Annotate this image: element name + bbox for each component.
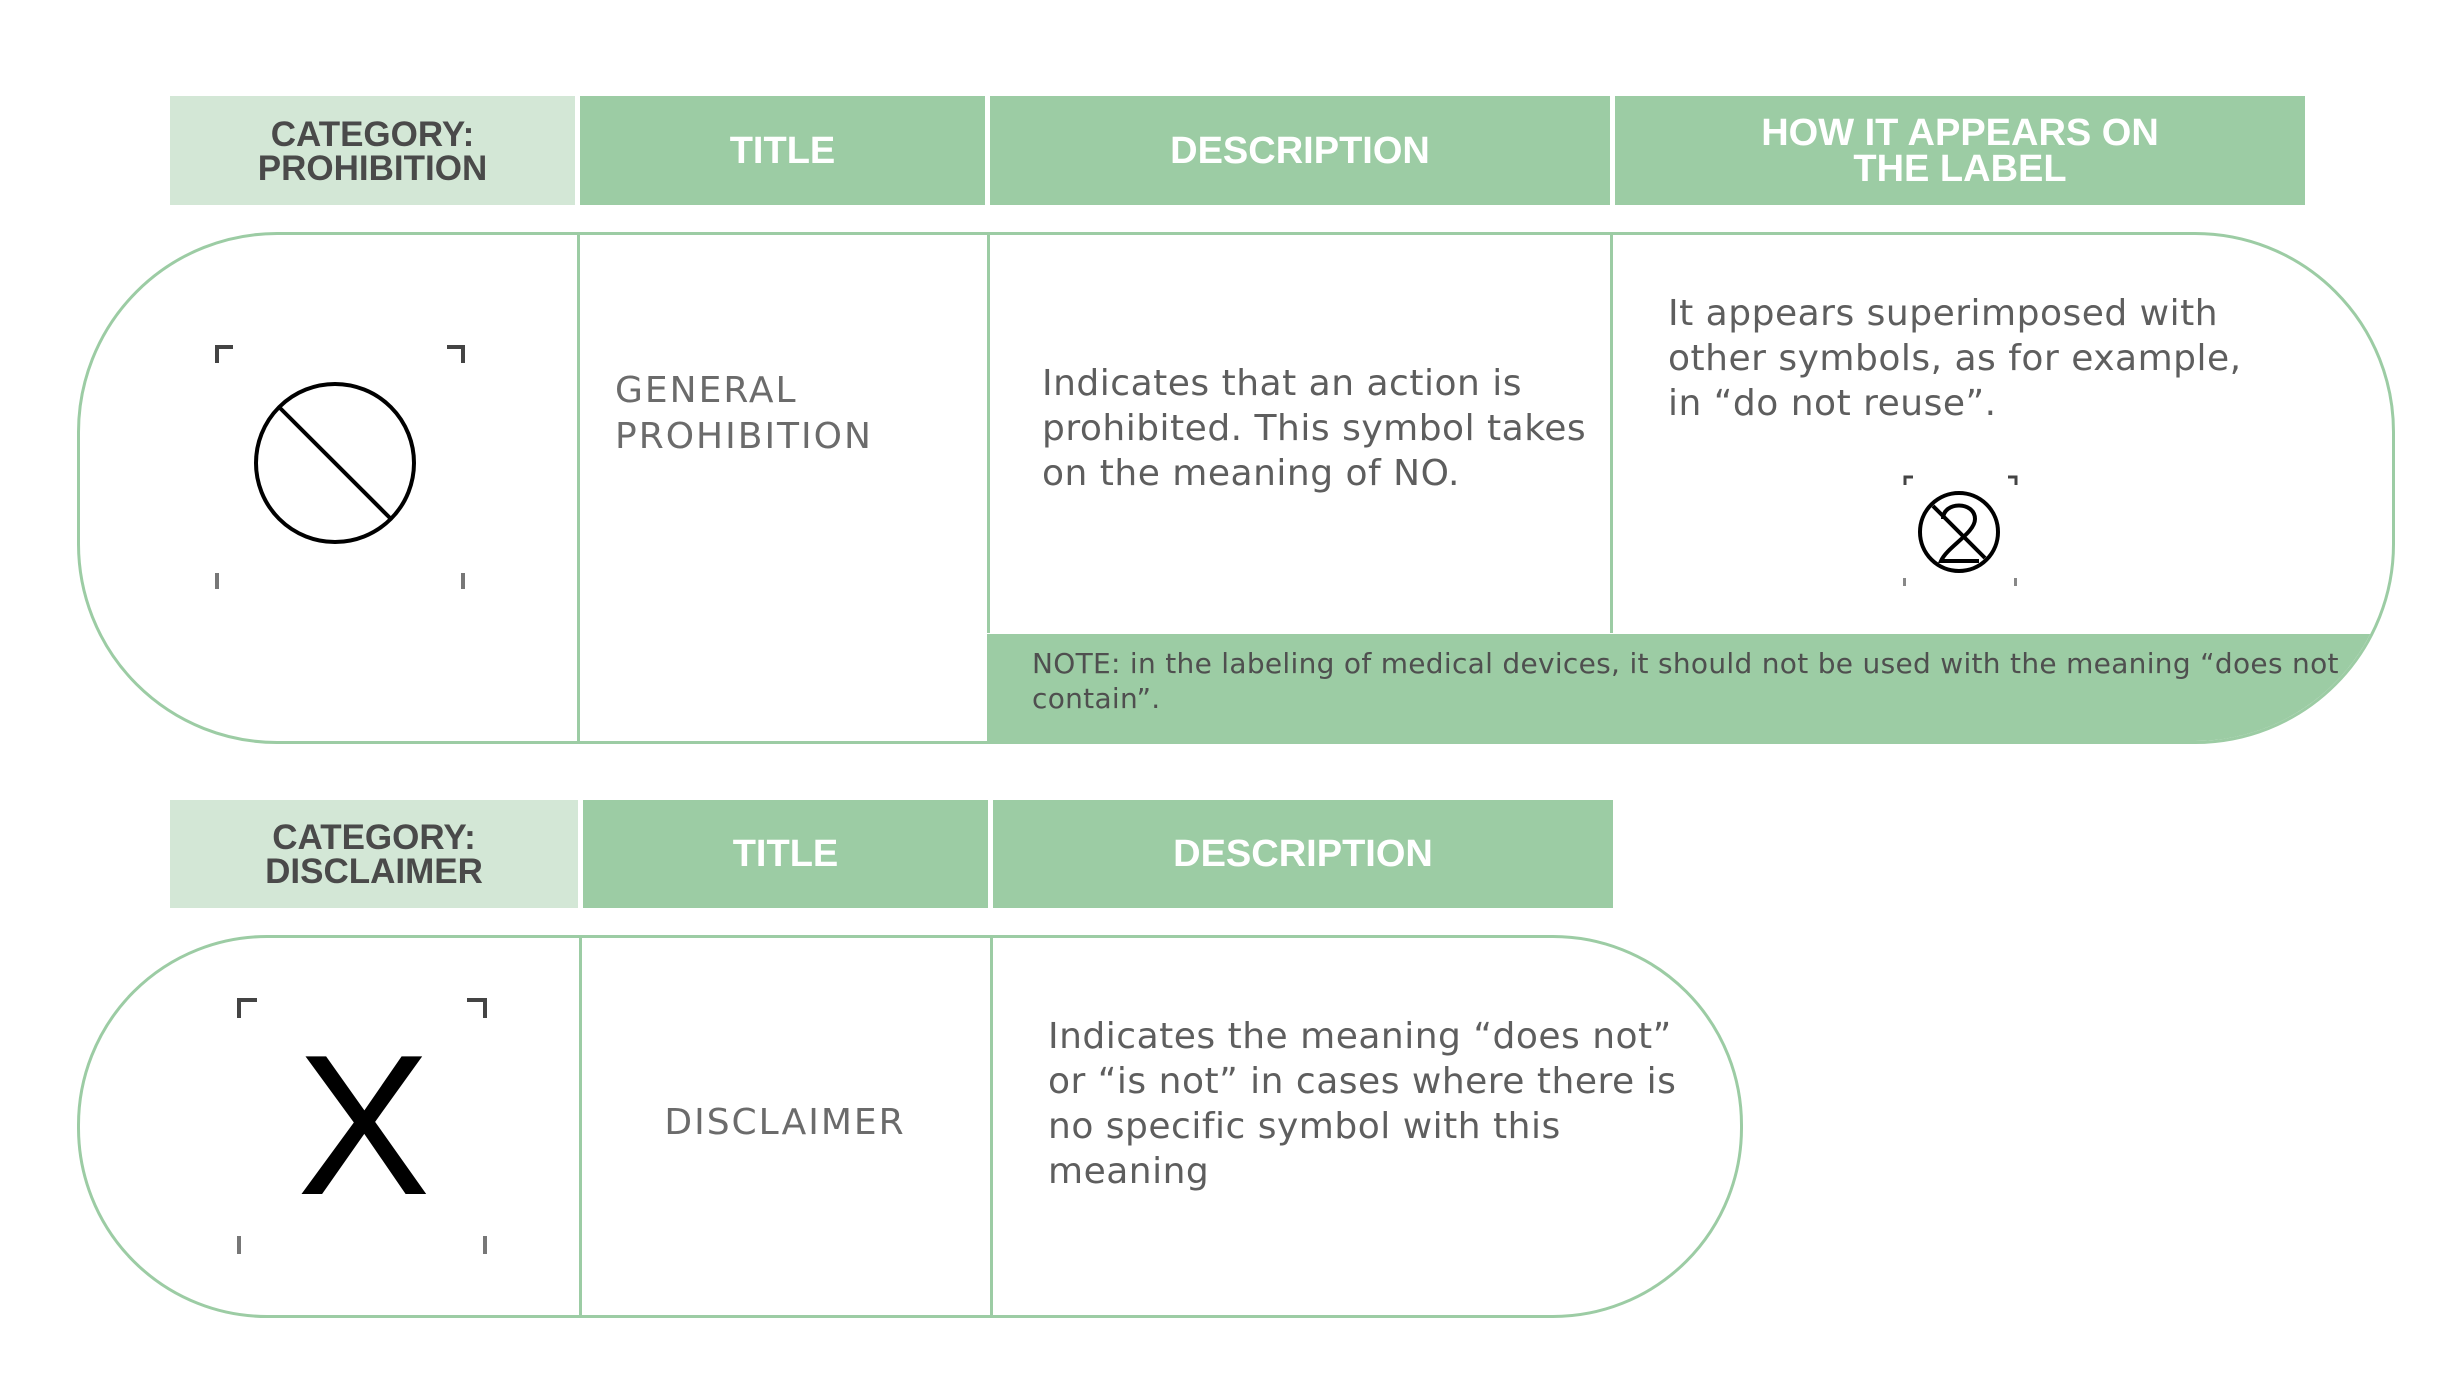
- prohibition-circle-icon: [215, 345, 465, 599]
- disclaimer-symbol: X: [237, 998, 487, 1258]
- divider: [987, 235, 990, 633]
- description-header: DESCRIPTION: [990, 96, 1610, 205]
- divider: [577, 235, 580, 741]
- corner-marks-icon: [237, 998, 487, 1262]
- prohibition-note: NOTE: in the labeling of medical devices…: [987, 634, 2392, 741]
- appears-description: It appears superimposed with other symbo…: [1668, 293, 2242, 424]
- do-not-reuse-icon: [1903, 475, 2018, 590]
- disclaimer-description: Indicates the meaning “does not” or “is …: [1048, 1016, 1677, 1192]
- title-header: TITLE: [580, 96, 985, 205]
- divider: [990, 938, 993, 1315]
- prohibition-description: Indicates that an action is prohibited. …: [1042, 363, 1587, 494]
- divider: [1610, 235, 1613, 633]
- description-header: DESCRIPTION: [993, 800, 1613, 908]
- prohibition-row: GENERAL PROHIBITION Indicates that an ac…: [77, 232, 2395, 744]
- category-header-prohibition: CATEGORY: PROHIBITION: [170, 96, 575, 205]
- x-symbol-icon: X: [297, 1014, 431, 1237]
- category-header-disclaimer: CATEGORY: DISCLAIMER: [170, 800, 578, 908]
- prohibition-symbol: [215, 345, 465, 595]
- title-header: TITLE: [583, 800, 988, 908]
- general-prohibition-title: GENERAL PROHIBITION: [615, 370, 873, 457]
- appears-header: HOW IT APPEARS ON THE LABEL: [1615, 96, 2305, 205]
- divider: [579, 938, 582, 1315]
- disclaimer-row: X DISCLAIMER Indicates the meaning “does…: [77, 935, 1743, 1318]
- disclaimer-title: DISCLAIMER: [664, 1102, 906, 1143]
